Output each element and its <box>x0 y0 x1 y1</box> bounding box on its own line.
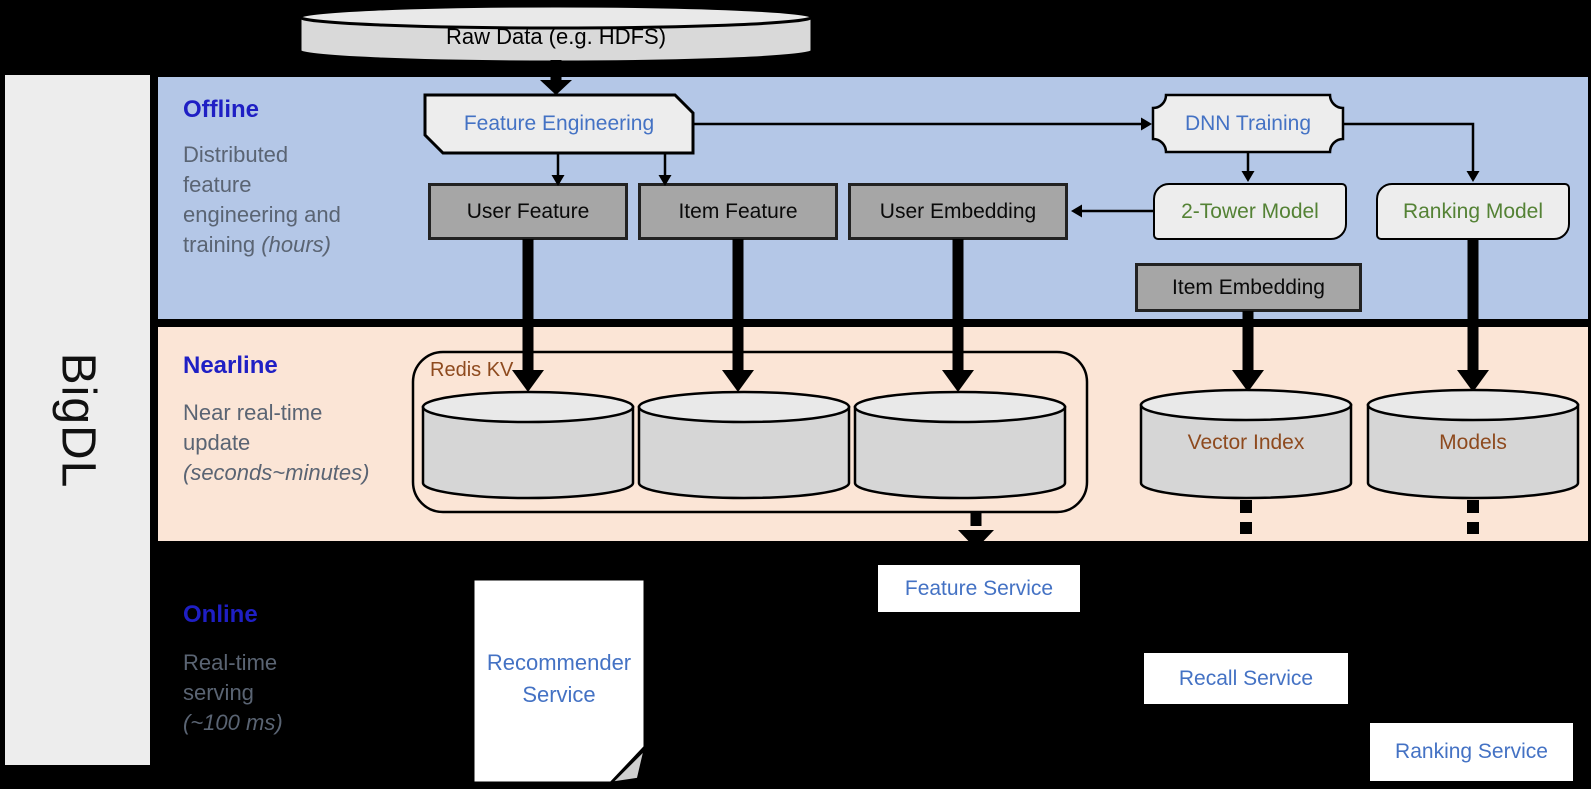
recall-service-node: Recall Service <box>1144 653 1348 716</box>
page-curl-icon <box>1558 781 1570 789</box>
offline-desc-line2: feature <box>183 172 252 197</box>
online-description: Real-time serving (~100 ms) <box>183 648 423 738</box>
offline-desc-line4: training (hours) <box>183 232 331 257</box>
nearline-title: Nearline <box>183 352 278 379</box>
recommender-service-label: Recommender Service <box>486 650 632 707</box>
vector-index-label: Vector Index <box>1187 431 1305 454</box>
ranking-service-node: Ranking Service <box>1370 723 1573 789</box>
feature-service-label: Feature Service <box>904 576 1054 600</box>
bigdl-brand-label: BigDL <box>50 352 104 488</box>
online-title: Online <box>183 601 258 628</box>
online-desc-line3: (~100 ms) <box>183 710 283 735</box>
user-embedding-node: User Embedding <box>848 183 1068 240</box>
raw-data-label: Raw Data (e.g. HDFS) <box>445 24 667 49</box>
online-desc-line2: serving <box>183 680 254 705</box>
feature-service-node: Feature Service <box>878 565 1080 624</box>
two-tower-model-node: 2-Tower Model <box>1153 183 1347 240</box>
item-embedding-node: Item Embedding <box>1135 263 1362 312</box>
item-feature-node: Item Feature <box>638 183 838 240</box>
offline-title: Offline <box>183 96 259 123</box>
bigdl-sidebar: BigDL <box>5 75 150 765</box>
offline-desc-line3: engineering and <box>183 202 341 227</box>
page-curl-icon <box>1333 704 1345 716</box>
ranking-service-label: Ranking Service <box>1395 740 1548 763</box>
nearline-description: Near real-time update (seconds~minutes) <box>183 398 453 488</box>
models-label: Models <box>1439 431 1507 454</box>
feature-engineering-label: Feature Engineering <box>463 112 655 135</box>
page-curl-icon <box>1065 612 1077 624</box>
offline-description: Distributed feature engineering and trai… <box>183 140 423 260</box>
redis-kv-label: Redis KV <box>430 358 514 381</box>
dnn-training-label: DNN Training <box>1184 111 1312 135</box>
user-feature-node: User Feature <box>428 183 628 240</box>
recall-service-label: Recall Service <box>1178 666 1314 690</box>
nearline-desc-line2: update <box>183 430 251 455</box>
nearline-desc-line1: Near real-time <box>183 400 323 425</box>
offline-desc-line1: Distributed <box>183 142 289 167</box>
nearline-desc-line3: (seconds~minutes) <box>183 460 370 485</box>
ranking-model-node: Ranking Model <box>1376 183 1570 240</box>
online-desc-line1: Real-time <box>183 650 278 675</box>
